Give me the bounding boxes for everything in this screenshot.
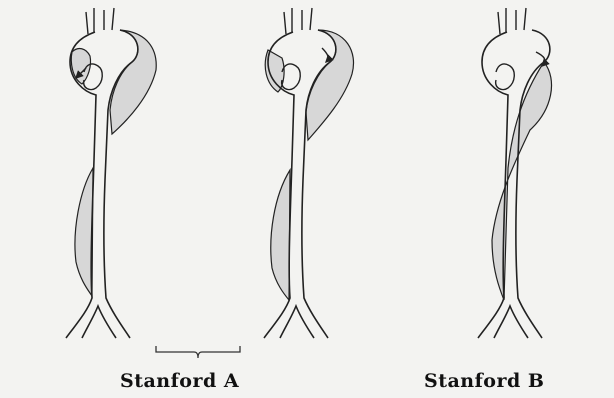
aorta-diagram-type-3: [478, 8, 552, 338]
false-lumen-descending: [271, 170, 290, 300]
entry-arrow: [322, 48, 328, 62]
false-lumen-arch: [110, 30, 156, 134]
caption-stanford-b: Stanford B: [424, 370, 544, 392]
false-lumen-descending: [75, 168, 93, 296]
false-lumen-arch: [265, 30, 353, 140]
caption-stanford-a: Stanford A: [120, 370, 239, 392]
aorta-diagram-type-1: [66, 8, 156, 338]
aorta-diagram-type-2: [264, 8, 354, 338]
group-brace: [156, 346, 240, 358]
